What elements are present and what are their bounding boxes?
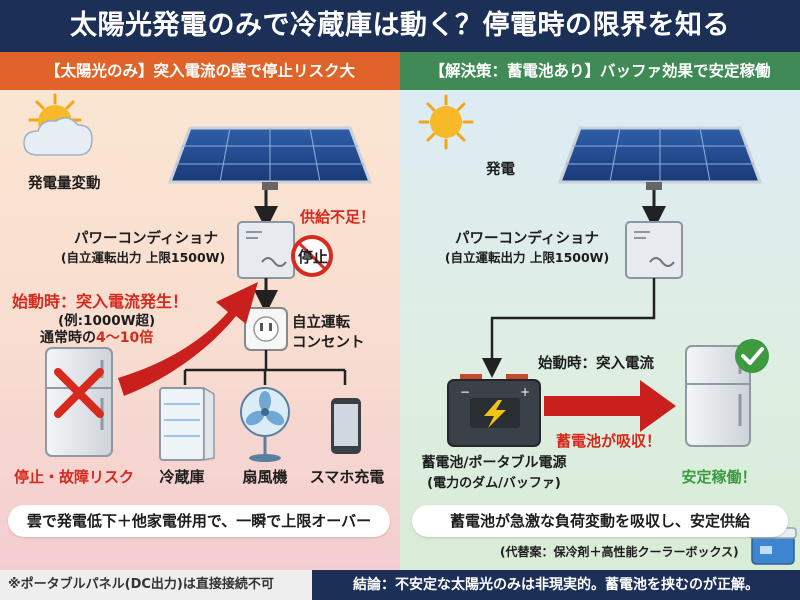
smartphone-icon: [331, 398, 361, 454]
outlet-label-1: 自立運転: [292, 315, 350, 331]
stop-sign-label: 停止: [298, 248, 329, 266]
inverter-limit-right: (自立運転出力 上限1500W): [444, 250, 610, 265]
stable-label: 安定稼働！: [681, 468, 757, 486]
fan-icon: [240, 387, 290, 462]
footer-conclusion: 結論：不安定な太陽光のみは非現実的。蓄電池を挟むのが正解。: [312, 570, 800, 600]
outlet-icon: [244, 307, 288, 351]
outlet-label-2: コンセント: [292, 335, 365, 351]
battery-label-1: 蓄電池/ポータブル電源: [421, 455, 567, 471]
right-panel-header: 【解決策：蓄電池あり】バッファ効果で安定稼働: [400, 52, 800, 90]
sun-cloud-icon: [23, 93, 93, 156]
surge-label: 始動時：突入電流発生！: [12, 292, 189, 311]
solar-panel-icon: [557, 126, 763, 190]
surge-example: (例:1000W超): [58, 313, 156, 329]
surge-current-arrow: [118, 282, 258, 396]
alternative-note: (代替案：保冷剤＋高性能クーラーボックス): [500, 545, 739, 559]
fridge-fail-label: 停止・故障リスク: [14, 468, 135, 486]
surge-multiplier-value: 4〜10倍: [96, 330, 154, 346]
surge-multiplier: 通常時の4〜10倍: [40, 327, 153, 347]
inverter-name: パワーコンディショナ: [74, 231, 218, 247]
inverter-icon: [237, 221, 295, 279]
supply-short-label: 供給不足！: [300, 208, 376, 226]
sun-caption-right: 発電: [486, 162, 515, 178]
left-panel-header: 【太陽光のみ】突入電流の壁で停止リスク大: [0, 52, 400, 90]
appliance-label-fan: 扇風機: [242, 468, 288, 486]
sun-caption: 発電量変動: [28, 176, 101, 192]
checkmark-icon: [735, 339, 769, 373]
fridge-open-icon: [159, 386, 215, 461]
appliance-label-fridge: 冷蔵庫: [159, 468, 205, 486]
svg-text:−: −: [460, 385, 470, 399]
appliance-label-phone: スマホ充電: [309, 468, 385, 486]
surge-absorb-arrow: [544, 380, 676, 432]
footer-note: ※ポータブルパネル(DC出力)は直接接続不可: [0, 570, 312, 600]
left-summary: 雲で発電低下＋他家電併用で、一瞬で上限オーバー: [8, 505, 390, 537]
surge-label-right: 始動時：突入電流: [538, 356, 654, 372]
inverter-limit: (自立運転出力 上限1500W): [60, 250, 226, 265]
solar-panel-icon: [167, 126, 373, 190]
wiring-lines: [183, 350, 347, 385]
right-summary: 蓄電池が急激な負荷変動を吸収し、安定供給: [412, 505, 788, 537]
sun-icon: [418, 94, 474, 150]
page-title: 太陽光発電のみで冷蔵庫は動く？停電時の限界を知る: [0, 0, 800, 52]
inverter-icon: [625, 221, 683, 279]
battery-icon: − +: [447, 374, 541, 447]
svg-text:+: +: [520, 385, 530, 399]
stop-sign-icon: [291, 235, 333, 277]
fridge-failed-icon: [45, 347, 113, 457]
surge-multiplier-prefix: 通常時の: [40, 330, 96, 346]
absorb-label: 蓄電池が吸収！: [556, 432, 662, 450]
inverter-name-right: パワーコンディショナ: [455, 231, 599, 247]
battery-label-2: (電力のダム/バッファ): [427, 476, 561, 491]
